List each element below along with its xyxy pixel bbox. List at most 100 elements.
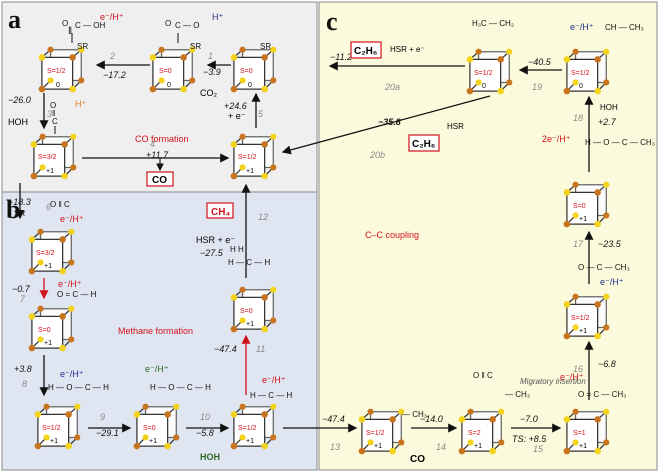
- product-ch4-box: [206, 202, 234, 219]
- svg-text:0: 0: [579, 83, 583, 90]
- svg-text:+1: +1: [246, 438, 254, 445]
- cluster-b4: S=0 +1: [133, 403, 180, 450]
- energy-10: −5.8: [196, 428, 214, 438]
- reagent-a-co2: CO₂: [200, 88, 218, 98]
- svg-text:SR: SR: [190, 42, 201, 51]
- energy-17: −23.5: [598, 239, 622, 249]
- reagent-b-hoh: HOH: [200, 452, 220, 462]
- svg-text:S=1/2: S=1/2: [571, 315, 590, 322]
- step-13: 13: [330, 442, 340, 452]
- step-15: 15: [533, 444, 544, 454]
- cluster-c2: S=1/2 0: [563, 48, 610, 95]
- energy-20b: −35.8: [378, 117, 401, 127]
- panel-c-title: C–C coupling: [365, 230, 419, 240]
- svg-text:O: O: [50, 101, 56, 110]
- svg-text:S=0: S=0: [240, 68, 253, 75]
- svg-text:O ‖ C: O ‖ C: [473, 371, 493, 380]
- svg-text:H — C — H: H — C — H: [228, 258, 270, 267]
- reagent-c-hsr-e: HSR + e⁻: [390, 45, 425, 54]
- energy-18: +2.7: [598, 117, 617, 127]
- reagent-a-eplus: + e⁻: [228, 111, 246, 121]
- svg-text:S=3/2: S=3/2: [36, 250, 55, 257]
- step-14: 14: [436, 442, 446, 452]
- reagent-c-2eh: 2e⁻/H⁺: [542, 134, 571, 144]
- step-11: 11: [256, 344, 265, 354]
- energy-6: −18.3: [8, 197, 31, 207]
- migratory-insertion-label: Migratory insertion: [520, 377, 586, 386]
- energy-11: −47.4: [214, 344, 237, 354]
- reagent-b-eh-5: e⁻/H⁺: [262, 375, 286, 385]
- energy-9: −29.1: [96, 428, 119, 438]
- product-ch4: CH₄: [211, 207, 230, 218]
- reagent-c-eh-1: e⁻/H⁺: [560, 372, 584, 382]
- svg-text:S=1/2: S=1/2: [366, 430, 385, 437]
- svg-text:S=0: S=0: [240, 308, 253, 315]
- step-18: 18: [573, 113, 583, 123]
- cluster-b2: S=0 +1: [28, 305, 75, 352]
- cluster-a5: S=1/2 +1: [230, 133, 277, 180]
- svg-text:H H: H H: [230, 245, 244, 254]
- svg-text:S=1/2: S=1/2: [474, 70, 493, 77]
- svg-text:C — O: C — O: [175, 21, 199, 30]
- svg-text:O — C — CH₃: O — C — CH₃: [578, 263, 630, 272]
- reagent-c-eh-3: e⁻/H⁺: [570, 22, 594, 32]
- svg-text:S=1: S=1: [573, 430, 586, 437]
- product-co: CO: [152, 175, 167, 186]
- svg-text:O: O: [62, 19, 68, 28]
- reagent-a-hoh: HOH: [8, 117, 28, 127]
- svg-text:S=1/2: S=1/2: [42, 425, 61, 432]
- svg-text:— CH₃: — CH₃: [505, 390, 530, 399]
- svg-text:+1: +1: [50, 438, 58, 445]
- product-co-box: [146, 171, 174, 187]
- svg-text:S=0: S=0: [143, 425, 156, 432]
- svg-text:S=0: S=0: [38, 327, 51, 334]
- energy-8: +3.8: [14, 364, 32, 374]
- svg-text:+1: +1: [44, 340, 52, 347]
- energy-14: −14.0: [420, 414, 443, 424]
- step-16: 16: [573, 364, 583, 374]
- svg-text:+1: +1: [246, 168, 254, 175]
- energy-16: −6.8: [598, 359, 616, 369]
- step-12: 12: [258, 212, 268, 222]
- svg-text:H — O — C — CH₃: H — O — C — CH₃: [585, 138, 655, 147]
- svg-text:C: C: [52, 117, 58, 126]
- energy-15: −7.0: [520, 414, 538, 424]
- svg-text:S=2: S=2: [468, 430, 481, 437]
- step-2: 2: [109, 51, 115, 61]
- energy-4: +11.7: [146, 150, 169, 160]
- svg-text:0: 0: [56, 82, 60, 89]
- svg-text:H — C — H: H — C — H: [250, 391, 292, 400]
- svg-text:+1: +1: [579, 443, 587, 450]
- ts-energy: TS: +8.5: [512, 434, 547, 444]
- svg-text:SR: SR: [77, 42, 88, 51]
- step-6: 6: [46, 202, 51, 212]
- step-7: 7: [20, 294, 26, 304]
- step-3: 3: [47, 109, 52, 119]
- product-c2h6-box-1: [350, 41, 382, 59]
- svg-text:+1: +1: [44, 263, 52, 270]
- product-c2h6-2: C₂H₆: [412, 139, 435, 150]
- svg-text:+1: +1: [579, 328, 587, 335]
- reagent-c-hsr: HSR: [447, 122, 464, 131]
- svg-text:S=0: S=0: [573, 203, 586, 210]
- cluster-c1: S=1/2 0: [466, 48, 513, 95]
- energy-2: −17.2: [103, 70, 126, 80]
- svg-text:O = C — H: O = C — H: [57, 290, 97, 299]
- energy-3: −26.0: [8, 95, 31, 105]
- sr-leaving: SR: [14, 209, 25, 218]
- svg-text:O = C — CH₃: O = C — CH₃: [578, 390, 626, 399]
- svg-text:+1: +1: [474, 443, 482, 450]
- energy-5: +24.6: [224, 101, 247, 111]
- svg-text:S=1/2: S=1/2: [571, 70, 590, 77]
- step-20b: 20b: [369, 150, 385, 160]
- svg-text:0: 0: [482, 83, 486, 90]
- energy-13: −47.4: [322, 414, 345, 424]
- step-1: 1: [208, 51, 213, 61]
- step-17: 17: [573, 239, 584, 249]
- reagent-c-eh-2: e⁻/H⁺: [600, 277, 624, 287]
- cluster-b5: S=1/2 +1: [230, 403, 277, 450]
- step-4: 4: [150, 139, 155, 149]
- reagent-b-hsr: HSR + e⁻: [196, 235, 235, 245]
- svg-text:+1: +1: [374, 443, 382, 450]
